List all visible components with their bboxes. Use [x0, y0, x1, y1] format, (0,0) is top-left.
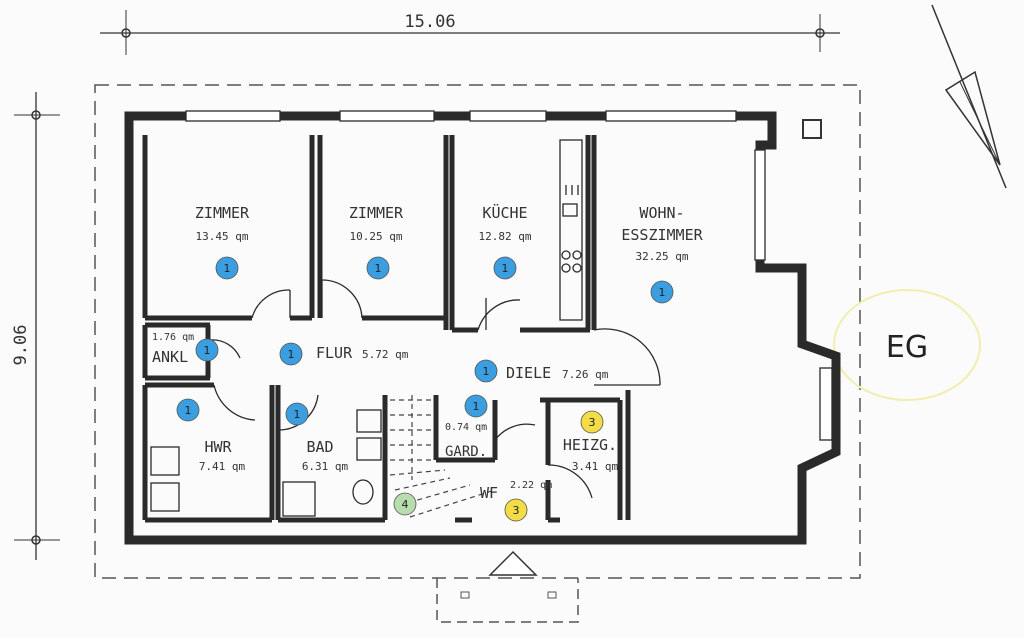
roof-outline	[94, 84, 861, 579]
outer-walls	[124, 111, 841, 545]
windows	[185, 110, 833, 441]
entrance-arrow	[488, 550, 538, 576]
room-name-gard: GARD.	[445, 444, 487, 460]
badge-wf-label: 3	[513, 504, 520, 517]
room-name-flur: FLUR	[316, 344, 353, 362]
room-name-ankl: ANKL	[152, 348, 188, 366]
room-area-heizg: 3.41 qm	[572, 460, 619, 473]
badge-ankl-label: 1	[204, 344, 211, 357]
room-area-kueche: 12.82 qm	[479, 230, 532, 243]
badge-zimmer2-label: 1	[375, 262, 382, 275]
room-name-bad: BAD	[306, 438, 333, 456]
entrance-canopy	[436, 578, 579, 623]
room-area-hwr: 7.41 qm	[199, 460, 246, 473]
room-area-wf: 2.22 qm	[510, 480, 552, 491]
room-name-heizg: HEIZG.	[563, 436, 617, 454]
badge-hwr-label: 1	[185, 404, 192, 417]
badge-flur-label: 1	[288, 348, 295, 361]
badge-stairs-label: 4	[402, 498, 409, 511]
room-name2-wohn: ESSZIMMER	[621, 226, 703, 244]
room-labels: ZIMMER 13.45 qm ZIMMER 10.25 qm KÜCHE 12…	[152, 203, 704, 502]
room-area-wohn: 32.25 qm	[636, 250, 689, 263]
chimney	[802, 119, 822, 139]
badge-zimmer1-circle	[215, 256, 239, 280]
room-name-wf: WF	[480, 484, 498, 502]
room-name-diele: DIELE	[506, 364, 551, 382]
room-area-gard: 0.74 qm	[445, 422, 487, 433]
room-area-zimmer1: 13.45 qm	[196, 230, 249, 243]
room-name-hwr: HWR	[204, 438, 232, 456]
badge-gard-circle	[464, 394, 488, 418]
dimension-width: 15.06	[404, 12, 455, 32]
staircase	[389, 395, 496, 518]
door-swings	[209, 279, 661, 499]
badge-wohn-label: 1	[659, 286, 666, 299]
badge-bad-label: 1	[294, 408, 301, 421]
room-name-kueche: KÜCHE	[482, 203, 527, 222]
room-area-flur: 5.72 qm	[362, 348, 409, 361]
badge-zimmer2-circle	[366, 256, 390, 280]
fixtures	[150, 139, 583, 517]
room-area-diele: 7.26 qm	[562, 368, 609, 381]
badge-bad-circle	[285, 402, 309, 426]
room-area-zimmer2: 10.25 qm	[350, 230, 403, 243]
room-area-bad: 6.31 qm	[302, 460, 349, 473]
badge-kueche-circle	[493, 256, 517, 280]
badge-diele-circle	[474, 359, 498, 383]
badge-zimmer1-label: 1	[224, 262, 231, 275]
badge-wohn-circle	[650, 280, 674, 304]
badge-heizg-label: 3	[589, 416, 596, 429]
floor-label: EG	[886, 330, 928, 365]
north-arrow-icon	[931, 4, 1007, 189]
room-name-zimmer1: ZIMMER	[195, 204, 250, 222]
badge-flur-circle	[279, 342, 303, 366]
badge-ankl-circle	[195, 338, 219, 362]
dimension-height: 9.06	[11, 325, 31, 366]
badge-kueche-label: 1	[502, 262, 509, 275]
room-name-zimmer2: ZIMMER	[349, 204, 404, 222]
badge-hwr-circle	[176, 398, 200, 422]
interior-walls	[142, 135, 631, 523]
badge-heizg-circle	[580, 410, 604, 434]
room-area-ankl: 1.76 qm	[152, 332, 194, 343]
badge-wf-circle	[504, 498, 528, 522]
room-name-wohn: WOHN-	[639, 204, 684, 222]
eg-circle	[833, 289, 981, 401]
room-badges: 1 1 1 1 1 1 1 1 1 1 3 3 4	[176, 256, 674, 522]
badge-gard-label: 1	[473, 400, 480, 413]
badge-stairs-circle	[393, 492, 417, 516]
badge-diele-label: 1	[483, 365, 490, 378]
